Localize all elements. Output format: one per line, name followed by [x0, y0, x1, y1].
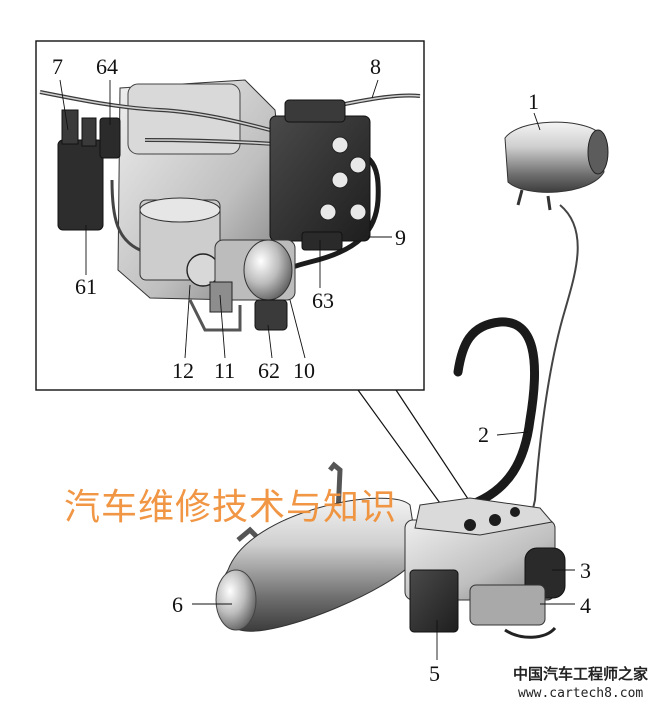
inset-motor-cover	[127, 83, 241, 155]
inset-valve-top	[284, 99, 346, 123]
inset-valve-cap-1	[331, 136, 349, 154]
unit-bracket	[414, 497, 553, 536]
hose-2	[453, 317, 539, 510]
unit-fitting-1	[489, 514, 501, 526]
unit-fitting-2	[464, 519, 476, 531]
callout-3: 3	[580, 558, 591, 583]
callout-4: 4	[580, 593, 591, 618]
pipe-thin	[527, 204, 579, 531]
watermark-text: 汽车维修技术与知识	[64, 487, 398, 528]
callout-6: 6	[172, 592, 183, 617]
callout-7: 7	[52, 54, 63, 79]
unit-bottom-pipe	[504, 626, 557, 639]
unit-valve-block-5	[409, 569, 459, 633]
inset-connector-61-neck-2	[81, 117, 97, 147]
main-leaders	[192, 112, 575, 660]
site-url: www.cartech8.com	[518, 686, 644, 701]
callout-64: 64	[96, 54, 118, 79]
inset-valve-cap-3	[349, 203, 367, 221]
callout-8: 8	[370, 54, 381, 79]
inset-valve-cap-5	[349, 156, 367, 174]
callout-62: 62	[258, 358, 280, 383]
callout-5: 5	[429, 661, 440, 686]
inset-ring-12	[186, 253, 220, 287]
inset-valve-cap-4	[319, 203, 337, 221]
callout-63: 63	[312, 288, 334, 313]
inset-pipe-side	[110, 179, 141, 252]
inset-leaders	[59, 79, 392, 359]
callout-2: 2	[478, 422, 489, 447]
inset-connector-61-neck	[61, 109, 79, 145]
inset-pipe-7-inner	[39, 91, 271, 131]
callout-10: 10	[293, 358, 315, 383]
callout-1: 1	[528, 89, 539, 114]
inset-assembly	[39, 79, 421, 332]
inset-valve-block	[269, 115, 371, 242]
inset-valve-cap-2	[331, 171, 349, 189]
callout-61: 61	[75, 274, 97, 299]
zoom-line-left	[357, 389, 454, 522]
inset-motor-end	[243, 239, 293, 301]
pressure-tank-6	[215, 461, 419, 632]
callout-12: 12	[172, 358, 194, 383]
inset-part-62	[254, 299, 288, 331]
unit-fitting-3	[510, 507, 520, 517]
zoom-line-right	[395, 389, 479, 515]
callout-9: 9	[395, 225, 406, 250]
unit-part-4	[469, 584, 546, 626]
inset-dryer-top	[139, 197, 221, 223]
pressure-reservoir-1	[504, 121, 609, 211]
inset-connector-61	[57, 139, 104, 231]
inset-pipe-8-inner	[344, 94, 421, 105]
compressor-unit	[404, 497, 566, 639]
callout-11: 11	[214, 358, 236, 383]
inset-valve-foot	[301, 231, 343, 251]
brand-text: 中国汽车工程师之家	[513, 665, 649, 683]
